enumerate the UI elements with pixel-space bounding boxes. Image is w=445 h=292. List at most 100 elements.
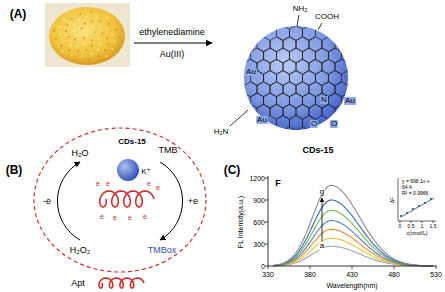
speckle [63, 40, 65, 42]
tick-label: 1 [421, 224, 424, 229]
spectrum-curve [273, 185, 433, 265]
product-name: CDs-15 [302, 146, 333, 155]
series-label: F [275, 179, 281, 188]
speckle [90, 53, 92, 55]
electron-mark: e [156, 184, 160, 191]
speckle [91, 20, 93, 22]
speckle [90, 45, 92, 47]
speckle [78, 19, 80, 21]
reagent-label: Au(III) [160, 50, 185, 59]
atom-label: Au [256, 116, 268, 124]
spectra [273, 185, 433, 266]
atom-label: O [310, 120, 318, 128]
tick-label: 1200 [249, 175, 265, 182]
speckle [53, 30, 55, 32]
speckle [68, 36, 70, 38]
speckle [102, 33, 104, 35]
electron-mark: e [143, 213, 147, 220]
tick-label: 0 [261, 263, 265, 270]
x-axis [268, 266, 437, 267]
speckle [55, 38, 57, 40]
aptamer-symbol [99, 278, 144, 288]
speckle [83, 43, 85, 45]
data-point [418, 205, 420, 207]
speckle [77, 34, 79, 36]
speckle [59, 33, 61, 35]
tick-mark [310, 266, 311, 269]
dashed-circle [34, 128, 206, 272]
speckle [86, 16, 88, 18]
powder-texture [53, 11, 120, 60]
tick-mark [352, 266, 353, 269]
electron-mark: e [106, 180, 110, 187]
fit-equation: R² = 0.9966 [402, 191, 428, 196]
data-point [424, 202, 426, 204]
speckle [81, 28, 83, 30]
atom-label: O [330, 120, 338, 128]
bond-line [230, 110, 248, 126]
photo-background [45, 3, 130, 67]
axis-title: Wavelength(nm) [326, 282, 377, 289]
tick-label: 0 [399, 224, 402, 229]
hexagon-ring [335, 59, 348, 74]
axis-title: FL Intensity(a.u.) [237, 196, 244, 248]
speckle [97, 49, 99, 51]
species-label: TMB [159, 146, 178, 155]
group-label: NH₂ [293, 5, 308, 13]
speckle [61, 51, 63, 53]
panel-label: (A) [10, 8, 27, 20]
species-label: TMBox [148, 246, 177, 255]
electron-mark: e [128, 214, 132, 221]
speckle [98, 38, 100, 40]
speckle [79, 13, 81, 15]
powder-photo [49, 7, 125, 65]
series-label: a [319, 242, 325, 250]
data-point [412, 208, 414, 210]
speckle [69, 49, 71, 51]
atom-label: Au [344, 97, 356, 105]
speckle [91, 40, 93, 42]
aptamer-helix [100, 191, 154, 207]
electron-mark: e [100, 213, 104, 220]
speckle [97, 55, 99, 57]
bond-line [318, 23, 322, 30]
tick-label: 530 [430, 271, 442, 278]
tick-label: 0.5 [408, 224, 415, 229]
speckle [81, 55, 83, 57]
speckle [71, 54, 73, 56]
speckle [115, 28, 117, 30]
fit-equation: y = 698.1x + [402, 179, 430, 184]
axis-ticks [265, 178, 436, 269]
tick-label: 300 [253, 241, 265, 248]
inset-y-axis [398, 178, 399, 221]
tick-label: 380 [304, 271, 316, 278]
speckle [108, 23, 110, 25]
tick-mark [265, 266, 268, 267]
axis-title: ΔF [390, 197, 395, 203]
speckle [87, 59, 89, 61]
speckle [86, 35, 88, 37]
speckle [107, 43, 109, 45]
tick-mark [436, 266, 437, 269]
trend-arrow [322, 198, 323, 241]
speckle [85, 49, 87, 51]
speckle [114, 41, 116, 43]
electron-label: +e [188, 197, 198, 206]
tick-mark [265, 178, 268, 179]
ion-label: K⁺ [141, 168, 151, 176]
group-label: H₂N [214, 128, 229, 136]
speckle [71, 18, 73, 20]
panel-label: (C) [224, 164, 241, 176]
speckle [69, 44, 71, 46]
speckle [77, 45, 79, 47]
spectrum-curve [273, 229, 433, 266]
speckle [66, 24, 68, 26]
tick-label: 900 [253, 197, 265, 204]
tick-label: 600 [253, 219, 265, 226]
electron-label: -e [43, 197, 51, 206]
carbon-dot-ball [117, 159, 139, 181]
data-point [400, 215, 402, 217]
speckle [83, 37, 85, 39]
